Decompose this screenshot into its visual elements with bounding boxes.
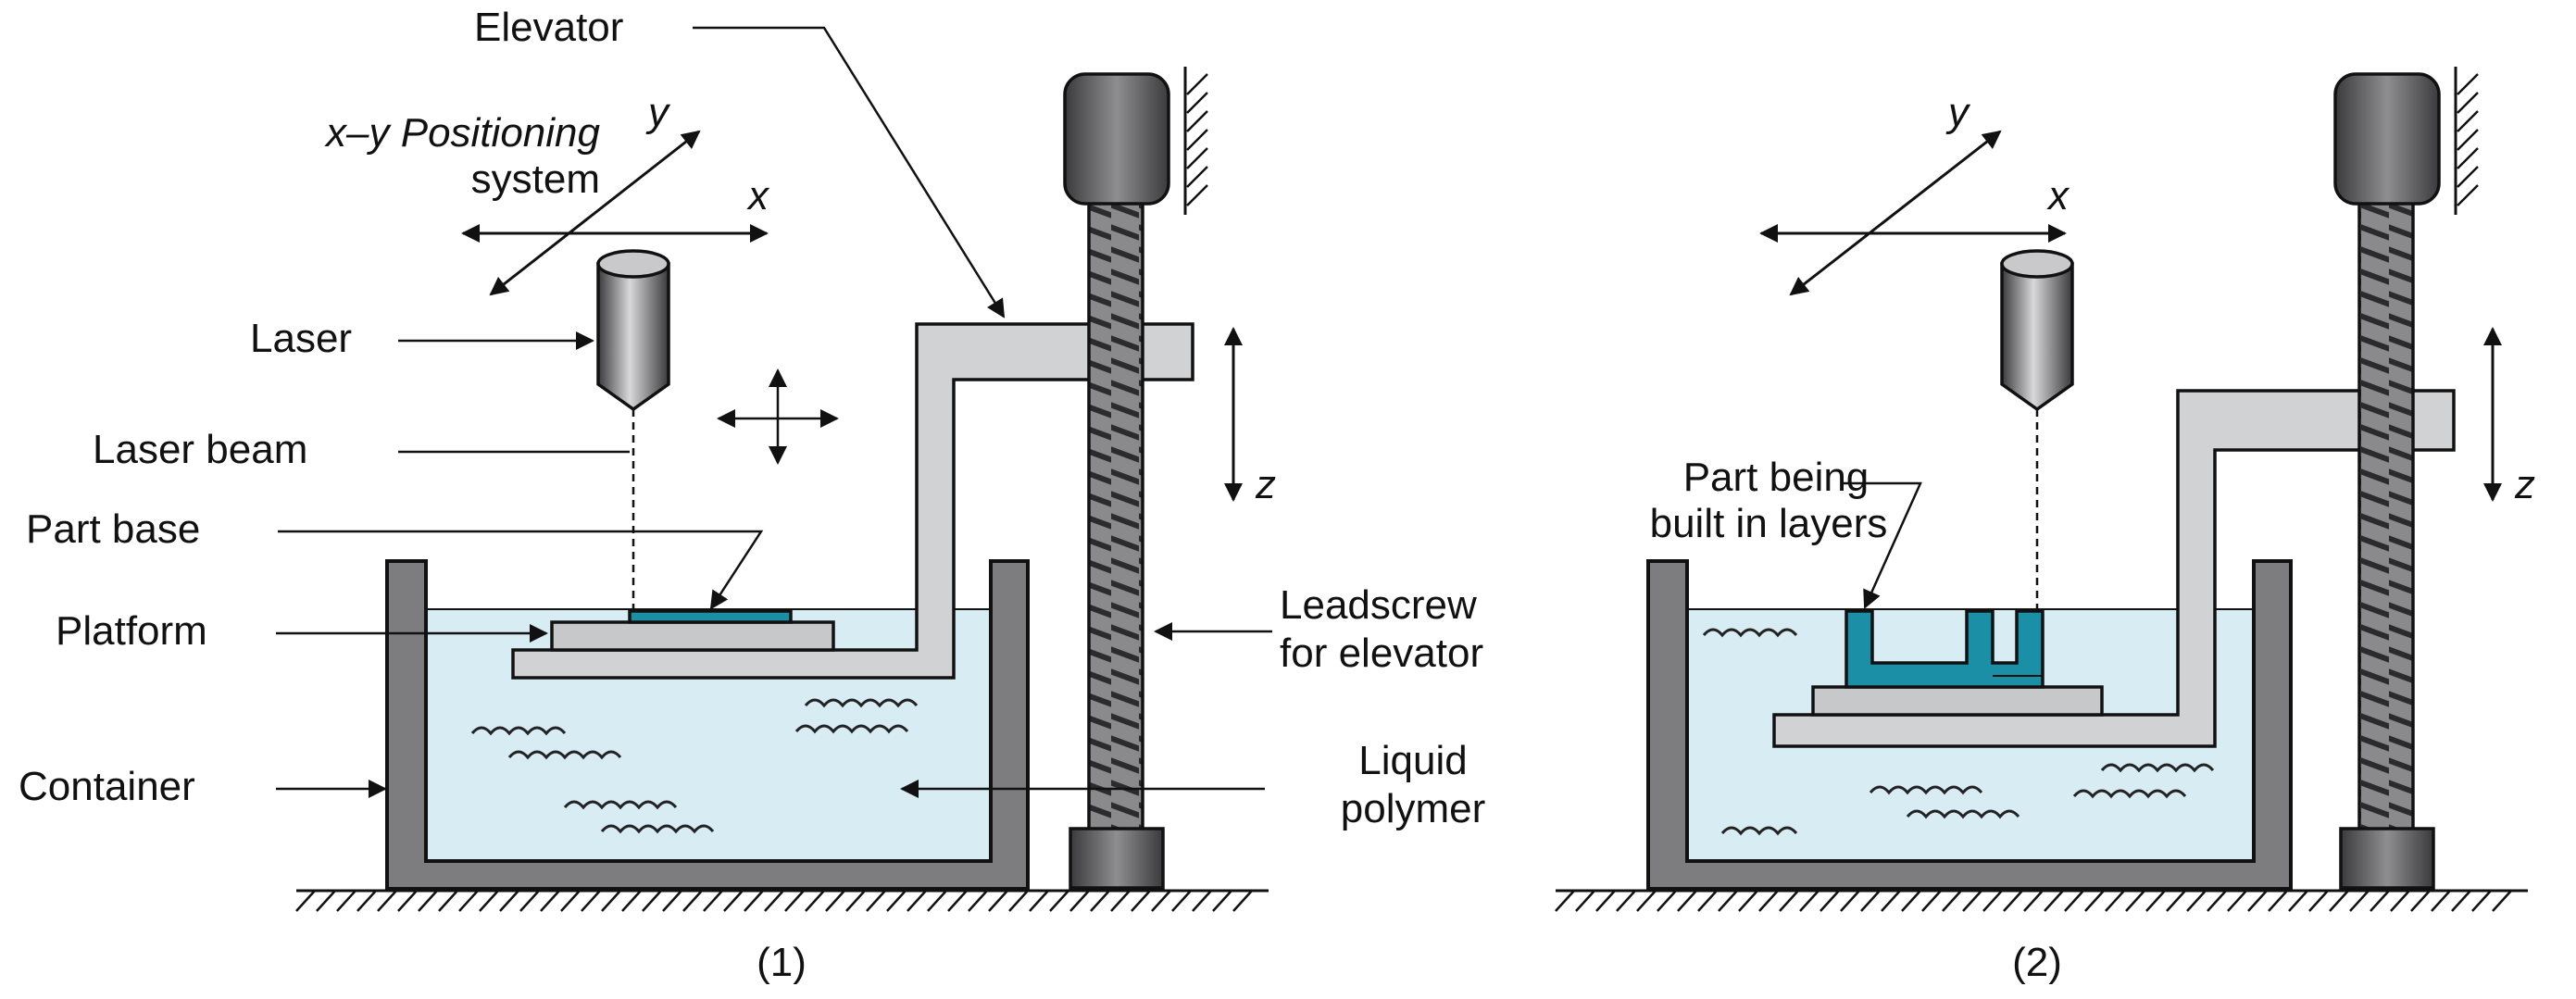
waves-2 (1702, 628, 2215, 836)
platform-2 (1811, 685, 2104, 717)
xy-positioning-label-2: system (471, 156, 600, 202)
part-base-label: Part base (26, 506, 200, 552)
y-axis-label-2: y (1945, 90, 1971, 135)
laser-label: Laser (250, 316, 352, 361)
elevator-label: Elevator (474, 5, 623, 50)
leadscrew-1 (1063, 67, 1208, 890)
x-axis-label-2: x (2046, 173, 2070, 219)
ground-hatch-2 (1555, 890, 2512, 912)
laser-2 (2000, 249, 2074, 611)
laser-1 (596, 249, 670, 611)
panel-2: Part being built in layers x y z (2) (1555, 67, 2535, 985)
part-being-label-2: built in layers (1650, 501, 1888, 546)
y-axis-arrow-2 (1789, 130, 2002, 296)
xy-positioning-label-line1: x–y Positioning (324, 110, 600, 156)
liquid-polymer-label-2: polymer (1341, 786, 1486, 831)
platform-label: Platform (56, 608, 207, 654)
ground-hatch-1 (295, 889, 1269, 912)
container-2 (1646, 559, 2293, 891)
container-1 (385, 559, 1030, 891)
caption-2: (2) (2012, 940, 2062, 985)
panel-1: Elevator x–y Positioning system Laser La… (19, 5, 1485, 985)
leadscrew-2 (2333, 67, 2479, 890)
platform-1 (550, 620, 835, 652)
x-axis-label-1: x (746, 173, 770, 219)
y-axis-arrow-1 (489, 130, 701, 296)
part-being-label-1: Part being (1683, 455, 1869, 500)
laser-beam-label: Laser beam (93, 427, 307, 472)
leadscrew-label-2: for elevator (1280, 631, 1483, 676)
xy-positioning-label: x–y Positioning (324, 110, 600, 156)
y-axis-label-1: y (645, 90, 671, 135)
part-base-1 (628, 609, 793, 624)
liquid-polymer-label-1: Liquid (1358, 738, 1467, 783)
z-axis-label-1: z (1255, 462, 1276, 507)
part-in-layers-2 (1844, 609, 2045, 689)
z-axis-label-2: z (2514, 462, 2535, 507)
caption-1: (1) (757, 940, 807, 985)
waves-1 (470, 698, 919, 834)
container-label: Container (19, 764, 195, 809)
move-arrows-icon (717, 368, 839, 465)
leadscrew-label-1: Leadscrew (1280, 582, 1477, 628)
